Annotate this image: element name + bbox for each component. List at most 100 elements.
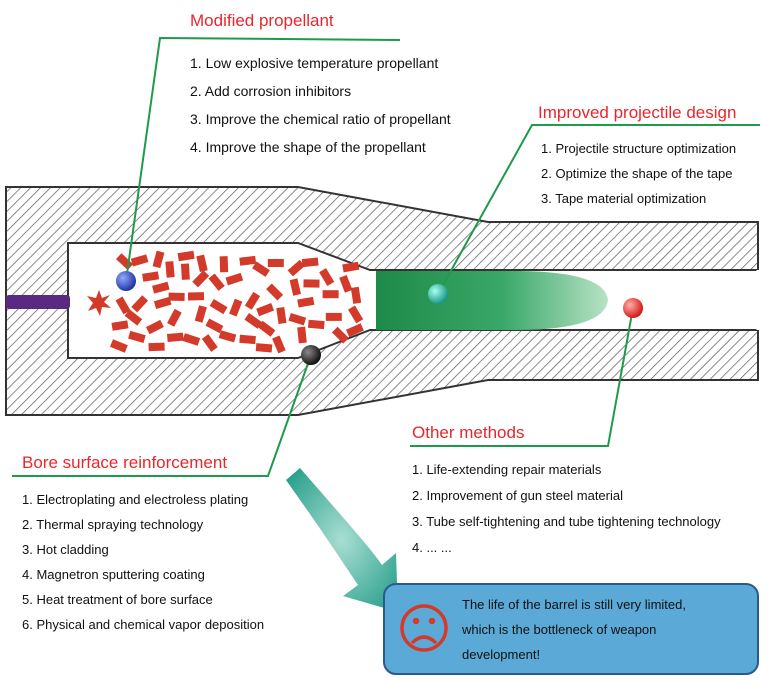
conclusion-line: The life of the barrel is still very lim… [462,597,686,612]
propellant-grain [168,292,185,301]
propellant-grain [109,339,128,353]
leader-projectile-design [437,124,760,295]
marker-ball-red [623,298,643,318]
list-item: 1. Projectile structure optimization [541,141,736,156]
list-item: 6. Physical and chemical vapor depositio… [22,617,264,632]
list-item: 1. Low explosive temperature propellant [190,55,438,71]
propellant-grain [187,292,205,301]
propellant-grain [153,296,172,309]
propellant-grain [130,254,149,267]
propellant-grain [145,319,164,335]
propellant-grain [194,305,207,323]
propellant-grain [342,261,360,273]
propellant-grain [297,296,315,308]
bore-surface-group: Bore surface reinforcement 1. Electropla… [22,453,264,632]
propellant-grain [319,268,335,287]
propellant-grain [152,281,170,294]
projectile [376,271,608,330]
projectile-design-group: Improved projectile design 1. Projectile… [538,103,736,206]
list-item: 1. Electroplating and electroless platin… [22,492,248,507]
propellant-grain [297,326,307,344]
propellant-grain [348,305,364,324]
modified-propellant-title: Modified propellant [190,11,334,30]
propellant-grain [209,299,228,315]
list-item: 3. Hot cladding [22,542,109,557]
propellant-grain [225,272,244,286]
propellant-grain [131,295,149,313]
propellant-grain [196,254,208,272]
propellant-grain [307,319,325,330]
propellant-grain [124,309,143,326]
propellant-grain [339,274,353,293]
propellant-grain [301,257,319,268]
propellant-grain [252,261,270,277]
propellant-grain [266,283,284,301]
list-item: 4. ... ... [412,540,452,555]
propellant-grain [192,270,210,288]
propellant-grain [128,330,146,343]
list-item: 5. Heat treatment of bore surface [22,592,213,607]
propellant-grain [255,343,273,353]
propellant-grain [276,307,287,324]
list-item: 3. Tube self-tightening and tube tighten… [412,514,721,529]
projectile-design-title: Improved projectile design [538,103,736,122]
propellant-grain [257,320,276,337]
leader-lines [12,36,760,477]
propellant-grain [229,298,243,317]
propellant-grain [289,278,301,296]
propellant-grain [287,259,305,277]
propellant-grain [303,279,320,288]
list-item: 2. Improvement of gun steel material [412,488,623,503]
propellant-grain [205,318,224,334]
list-item: 1. Life-extending repair materials [412,462,602,477]
conclusion-box: The life of the barrel is still very lim… [383,583,759,675]
propellant-grain [180,263,190,280]
list-item: 2. Thermal spraying technology [22,517,204,532]
propellant-grain [177,250,195,262]
ignition-spark-icon [87,290,111,316]
propellant-grain [208,273,225,291]
curved-arrow-icon [286,468,398,612]
list-item: 2. Optimize the shape of the tape [541,166,733,181]
propellant-grain [201,334,218,352]
propellant-grain [322,290,339,299]
list-item: 3. Improve the chemical ratio of propell… [190,111,451,127]
propellant-grain [272,335,286,354]
marker-ball-teal [428,284,448,304]
leader-other-methods [410,307,634,447]
propellant-grain [167,308,182,327]
other-methods-group: Other methods 1. Life-extending repair m… [412,423,721,555]
leader-modified-propellant [125,36,401,282]
propellant-grain [288,313,307,326]
propellant-grains [109,250,364,354]
propellant-grain [148,342,165,352]
propellant-grain [256,302,275,317]
marker-ball-black [301,345,321,365]
list-item: 3. Tape material optimization [541,191,706,206]
conclusion-line: which is the bottleneck of weapon [461,622,656,637]
list-item: 2. Add corrosion inhibitors [190,83,351,99]
propellant-grain [218,330,237,343]
propellant-grain [239,255,257,266]
propellant-grain [239,334,256,345]
propellant-grain [142,271,160,282]
conclusion-line: development! [462,647,540,662]
marker-ball-blue [116,271,136,291]
propellant-grain [115,296,131,315]
propellant-grain [345,323,364,338]
propellant-grain [182,333,201,346]
list-item: 4. Magnetron sputtering coating [22,567,205,582]
propellant-grain [111,320,129,331]
propellant-grain [267,259,284,267]
modified-propellant-group: Modified propellant 1. Low explosive tem… [190,11,451,155]
propellant-grain [165,261,175,278]
propellant-grain [244,313,263,329]
list-item: 4. Improve the shape of the propellant [190,139,426,155]
firing-pin [6,295,70,309]
other-methods-title: Other methods [412,423,524,442]
bore-surface-title: Bore surface reinforcement [22,453,227,472]
propellant-grain [219,256,229,273]
propellant-grain [350,286,362,304]
propellant-grain [152,250,165,269]
